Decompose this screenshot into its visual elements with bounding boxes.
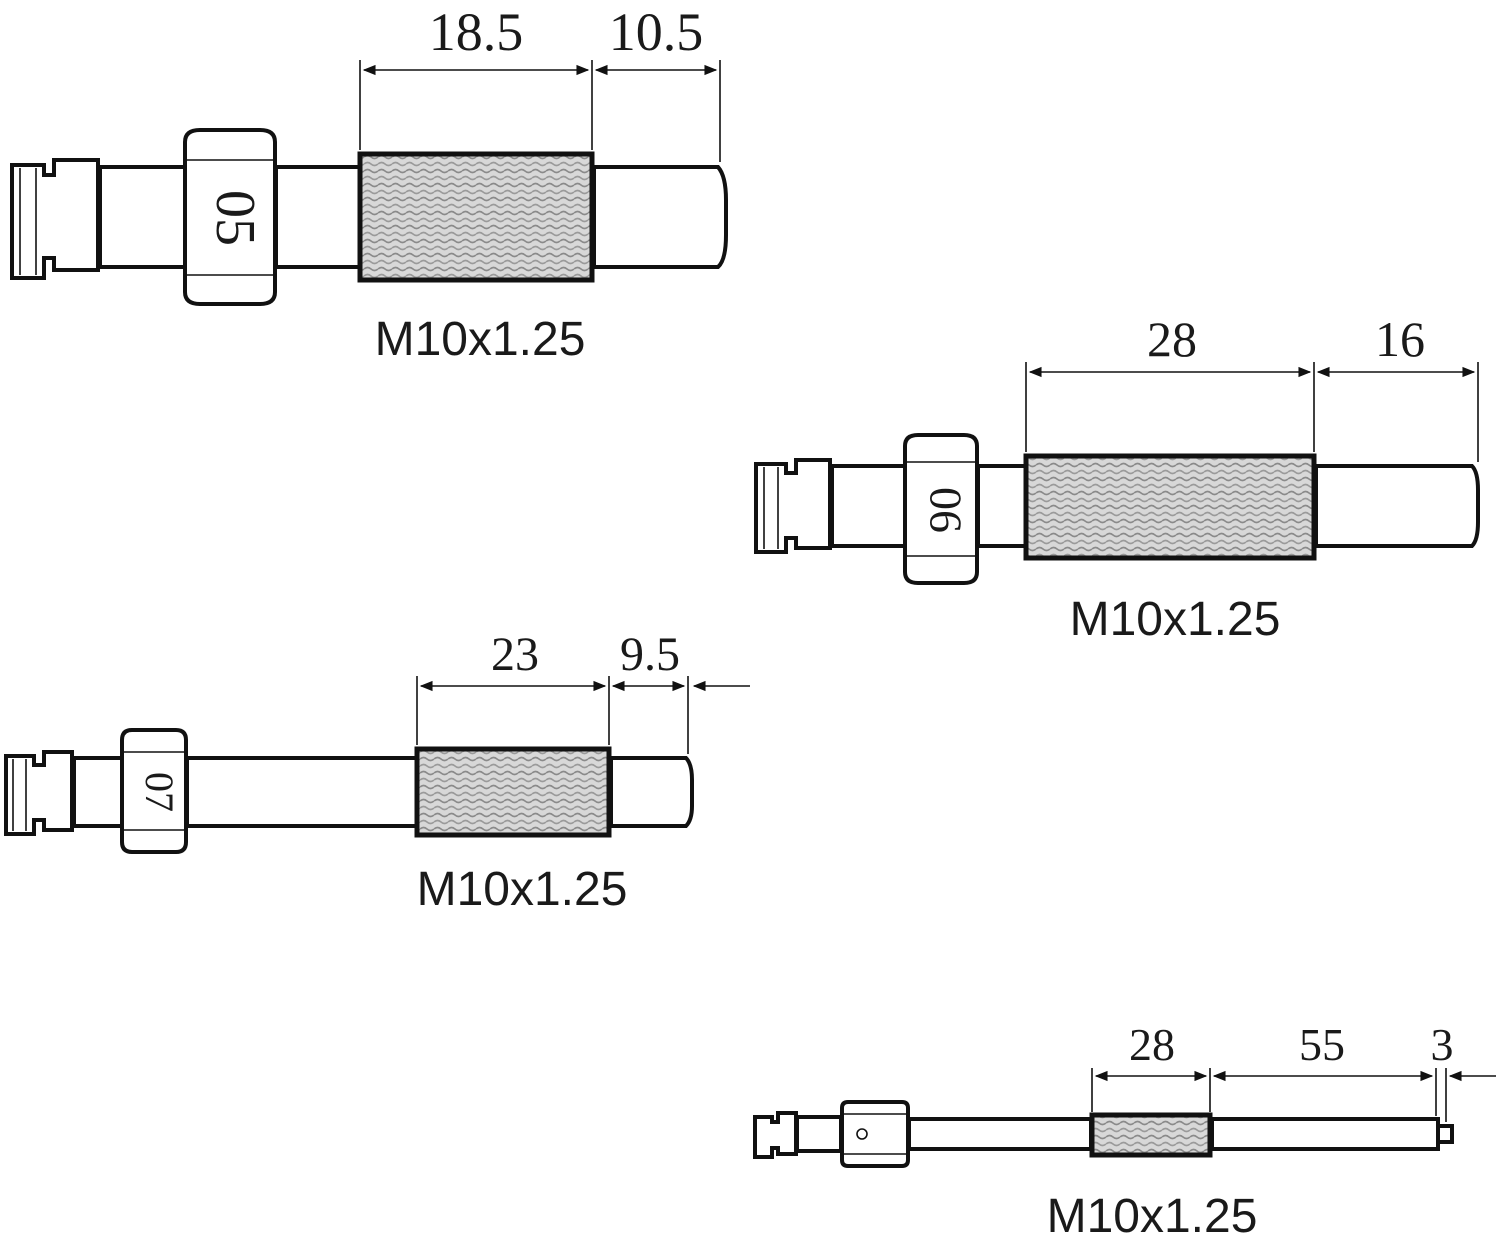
adapter-05-coupler [10, 158, 100, 280]
adapter-06-neck [830, 464, 908, 548]
adapter-05-marking: 05 [204, 190, 266, 246]
adapter-05-thread-spec: M10x1.25 [375, 313, 586, 366]
adapter-06-marking: 06 [920, 487, 971, 533]
adapter-06-coupler [754, 458, 832, 554]
adapter-long-dimension-shaft-length: 55 [1299, 1019, 1345, 1070]
adapter-07-shaft [609, 756, 694, 828]
adapter-07-dimension-thread-length: 23 [491, 628, 539, 681]
adapter-long-hex-nut [840, 1100, 910, 1168]
adapter-05: 05 18.5 10.5 M10x1.25 [10, 2, 728, 366]
adapter-long-dimension-tip-length: 3 [1431, 1019, 1454, 1070]
adapter-long-thread [1089, 1112, 1213, 1158]
adapter-07-dimension-tip-length: 9.5 [620, 628, 680, 681]
adapter-long-shaft [1210, 1117, 1440, 1151]
adapter-long-thread-spec: M10x1.25 [1047, 1190, 1258, 1239]
adapter-07-thread-spec: M10x1.25 [417, 863, 628, 916]
adapter-06-hex-nut [903, 433, 979, 585]
adapter-05-dimension-thread-length: 18.5 [429, 2, 524, 62]
adapter-07-neck [72, 756, 124, 828]
adapter-06-thread-spec: M10x1.25 [1070, 593, 1281, 646]
adapter-long-dimension-thread-length: 28 [1129, 1019, 1175, 1070]
adapter-06-dimension-tip-length: 16 [1375, 311, 1425, 367]
adapter-07-marking: 07 [137, 772, 182, 812]
adapter-05-hex-nut [183, 128, 277, 306]
adapter-06: 06 28 16 M10x1.25 [754, 311, 1480, 646]
adapter-05-shaft [592, 165, 728, 269]
adapter-06-dimension-thread-length: 28 [1147, 311, 1197, 367]
adapter-06-thread [1023, 453, 1317, 561]
adapter-05-neck [98, 165, 188, 269]
adapter-07: 07 23 9.5 M10x1.25 [4, 628, 750, 916]
adapter-05-thread [357, 151, 595, 283]
adapter-07-coupler [4, 750, 74, 836]
adapter-07-thread [414, 746, 612, 838]
adapter-05-dimension-tip-length: 10.5 [609, 2, 704, 62]
adapter-06-shaft [1314, 464, 1480, 548]
adapter-long-neck [907, 1117, 1093, 1151]
adapter-long-coupler [753, 1111, 798, 1159]
adapter-long: 28 55 3 M10x1.25 [753, 1019, 1496, 1239]
adapter-07-hex-nut [120, 728, 188, 854]
